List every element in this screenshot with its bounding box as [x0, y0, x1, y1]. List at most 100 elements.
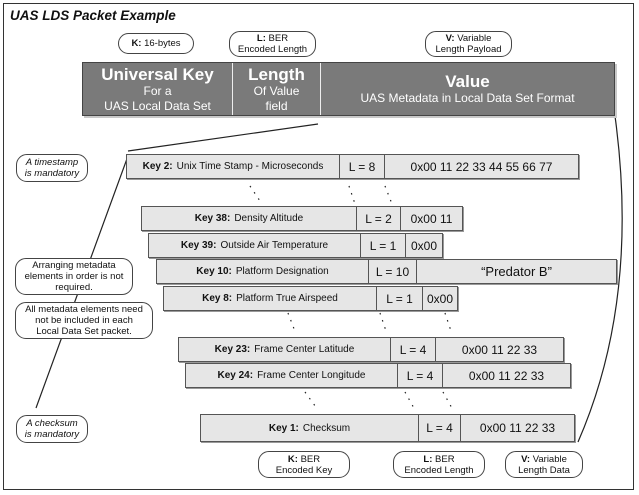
note-timestamp-line1: A timestamp [25, 157, 79, 168]
row-length-cell: L = 1 [377, 287, 423, 310]
universal-key-cell: Universal Key For a UAS Local Data Set [83, 63, 233, 115]
callout-ber-key-text: BER [300, 453, 321, 465]
callout-key-size: K: 16-bytes [118, 33, 194, 54]
row-key-name: Frame Center Longitude [257, 370, 366, 381]
note-checksum-mandatory: A checksum is mandatory [16, 415, 88, 443]
klv-row-platform-designation: Key 10:Platform Designation L = 10 “Pred… [156, 259, 617, 284]
callout-ber-length-line2: Encoded Length [404, 464, 474, 476]
row-length-cell: L = 10 [369, 260, 417, 283]
klv-row-density-altitude: Key 38:Density Altitude L = 2 0x00 11 [141, 206, 463, 231]
row-key-number: Key 23: [214, 344, 251, 355]
packet-header-bar: Universal Key For a UAS Local Data Set L… [82, 62, 615, 116]
callout-variable-data: V: Variable Length Data [505, 451, 583, 478]
row-value-cell: 0x00 11 22 33 [461, 342, 538, 357]
row-value-cell: 0x00 11 [410, 211, 453, 226]
note-order-line2: elements in order is not [24, 271, 124, 282]
row-key-name: Frame Center Latitude [254, 344, 355, 355]
callout-key-size-text: 16-bytes [144, 38, 181, 49]
row-length-cell: L = 4 [398, 364, 443, 387]
row-key-name: Platform Designation [235, 266, 329, 277]
row-key-name: Outside Air Temperature [220, 240, 329, 251]
klv-row-unix-timestamp: Key 2:Unix Time Stamp - Microseconds L =… [126, 154, 579, 179]
callout-ber-key: K: BER Encoded Key [258, 451, 350, 478]
note-elements-line3: Local Data Set packet. [36, 326, 132, 337]
klv-row-frame-center-lon: Key 24:Frame Center Longitude L = 4 0x00… [185, 363, 571, 388]
diagram-title: UAS LDS Packet Example [10, 8, 176, 23]
row-key-number: Key 39: [180, 240, 217, 251]
row-value-cell: 0x00 11 22 33 44 55 66 77 [410, 159, 553, 174]
note-checksum-line1: A checksum [26, 418, 78, 429]
note-order-not-required: Arranging metadata elements in order is … [15, 258, 133, 295]
callout-ber-key-line2: Encoded Key [275, 464, 333, 476]
row-key-number: Key 10: [196, 266, 232, 277]
klv-row-checksum: Key 1:Checksum L = 4 0x00 11 22 33 [200, 414, 575, 442]
note-elements-line2: not be included in each [35, 315, 133, 326]
length-cell: Length Of Value field [233, 63, 321, 115]
klv-row-true-airspeed: Key 8:Platform True Airspeed L = 1 0x00 [163, 286, 458, 311]
row-length-cell: L = 2 [357, 207, 401, 230]
row-length-cell: L = 4 [391, 338, 436, 361]
callout-value-payload: V: Variable Length Payload [425, 31, 512, 57]
row-key-cell: Key 10:Platform Designation [157, 260, 369, 283]
row-key-name: Density Altitude [234, 213, 304, 224]
row-value-cell: 0x00 [426, 291, 454, 306]
length-title: Length [248, 64, 305, 84]
callout-ber-key-letter: K: [287, 453, 298, 465]
callout-value-line2: Length Payload [435, 44, 502, 55]
length-sub1: Of Value [253, 83, 300, 98]
universal-key-sub2: UAS Local Data Set [104, 98, 211, 113]
callout-variable-line2: Length Data [518, 464, 570, 476]
row-key-cell: Key 1:Checksum [201, 415, 419, 441]
callout-length-letter: L: [256, 33, 266, 44]
row-key-cell: Key 39:Outside Air Temperature [149, 234, 361, 257]
row-length-cell: L = 1 [361, 234, 406, 257]
note-elements-line1: All metadata elements need [25, 304, 143, 315]
length-sub2: field [265, 98, 288, 113]
callout-length-line2: Encoded Length [237, 44, 308, 55]
value-cell: Value UAS Metadata in Local Data Set For… [321, 63, 614, 115]
row-key-cell: Key 23:Frame Center Latitude [179, 338, 391, 361]
row-key-number: Key 1: [268, 422, 299, 434]
note-timestamp-line2: is mandatory [24, 168, 80, 179]
row-length-cell: L = 4 [419, 415, 461, 441]
row-value-cell: 0x00 [410, 238, 438, 253]
callout-length-text: BER [268, 33, 289, 44]
callout-variable-text: Variable [532, 453, 567, 465]
universal-key-sub1: For a [143, 83, 172, 98]
callout-ber-length: L: BER Encoded Length [393, 451, 485, 478]
row-value-cell: 0x00 11 22 33 [479, 421, 556, 435]
value-title: Value [445, 72, 490, 91]
outer-frame [3, 3, 634, 490]
note-elements-optional: All metadata elements need not be includ… [15, 302, 153, 339]
row-key-number: Key 24: [217, 370, 254, 381]
row-key-cell: Key 24:Frame Center Longitude [186, 364, 398, 387]
note-timestamp-mandatory: A timestamp is mandatory [16, 154, 88, 182]
note-order-line3: required. [55, 282, 93, 293]
row-key-number: Key 8: [202, 293, 233, 304]
row-length-cell: L = 8 [340, 155, 385, 178]
callout-length-encoding: L: BER Encoded Length [229, 31, 316, 57]
klv-row-outside-air-temp: Key 39:Outside Air Temperature L = 1 0x0… [148, 233, 443, 258]
callout-value-letter: V: [445, 33, 455, 44]
row-value-cell: 0x00 11 22 33 [468, 368, 545, 383]
row-key-name: Platform True Airspeed [236, 293, 338, 304]
callout-key-size-letter: K: [131, 38, 142, 49]
callout-ber-length-letter: L: [423, 453, 433, 465]
value-sub1: UAS Metadata in Local Data Set Format [360, 91, 575, 105]
row-key-name: Checksum [302, 422, 351, 434]
note-order-line1: Arranging metadata [32, 260, 116, 271]
row-key-cell: Key 38:Density Altitude [142, 207, 357, 230]
row-key-number: Key 38: [194, 213, 231, 224]
callout-ber-length-text: BER [435, 453, 455, 465]
row-key-number: Key 2: [142, 161, 173, 172]
row-key-name: Unix Time Stamp - Microseconds [176, 161, 324, 172]
callout-value-text: Variable [457, 33, 492, 44]
note-checksum-line2: is mandatory [24, 429, 80, 440]
row-key-cell: Key 2:Unix Time Stamp - Microseconds [127, 155, 340, 178]
klv-row-frame-center-lat: Key 23:Frame Center Latitude L = 4 0x00 … [178, 337, 564, 362]
row-key-cell: Key 8:Platform True Airspeed [164, 287, 377, 310]
universal-key-title: Universal Key [101, 64, 214, 84]
row-value-cell: “Predator B” [481, 264, 552, 279]
callout-variable-letter: V: [521, 453, 531, 465]
